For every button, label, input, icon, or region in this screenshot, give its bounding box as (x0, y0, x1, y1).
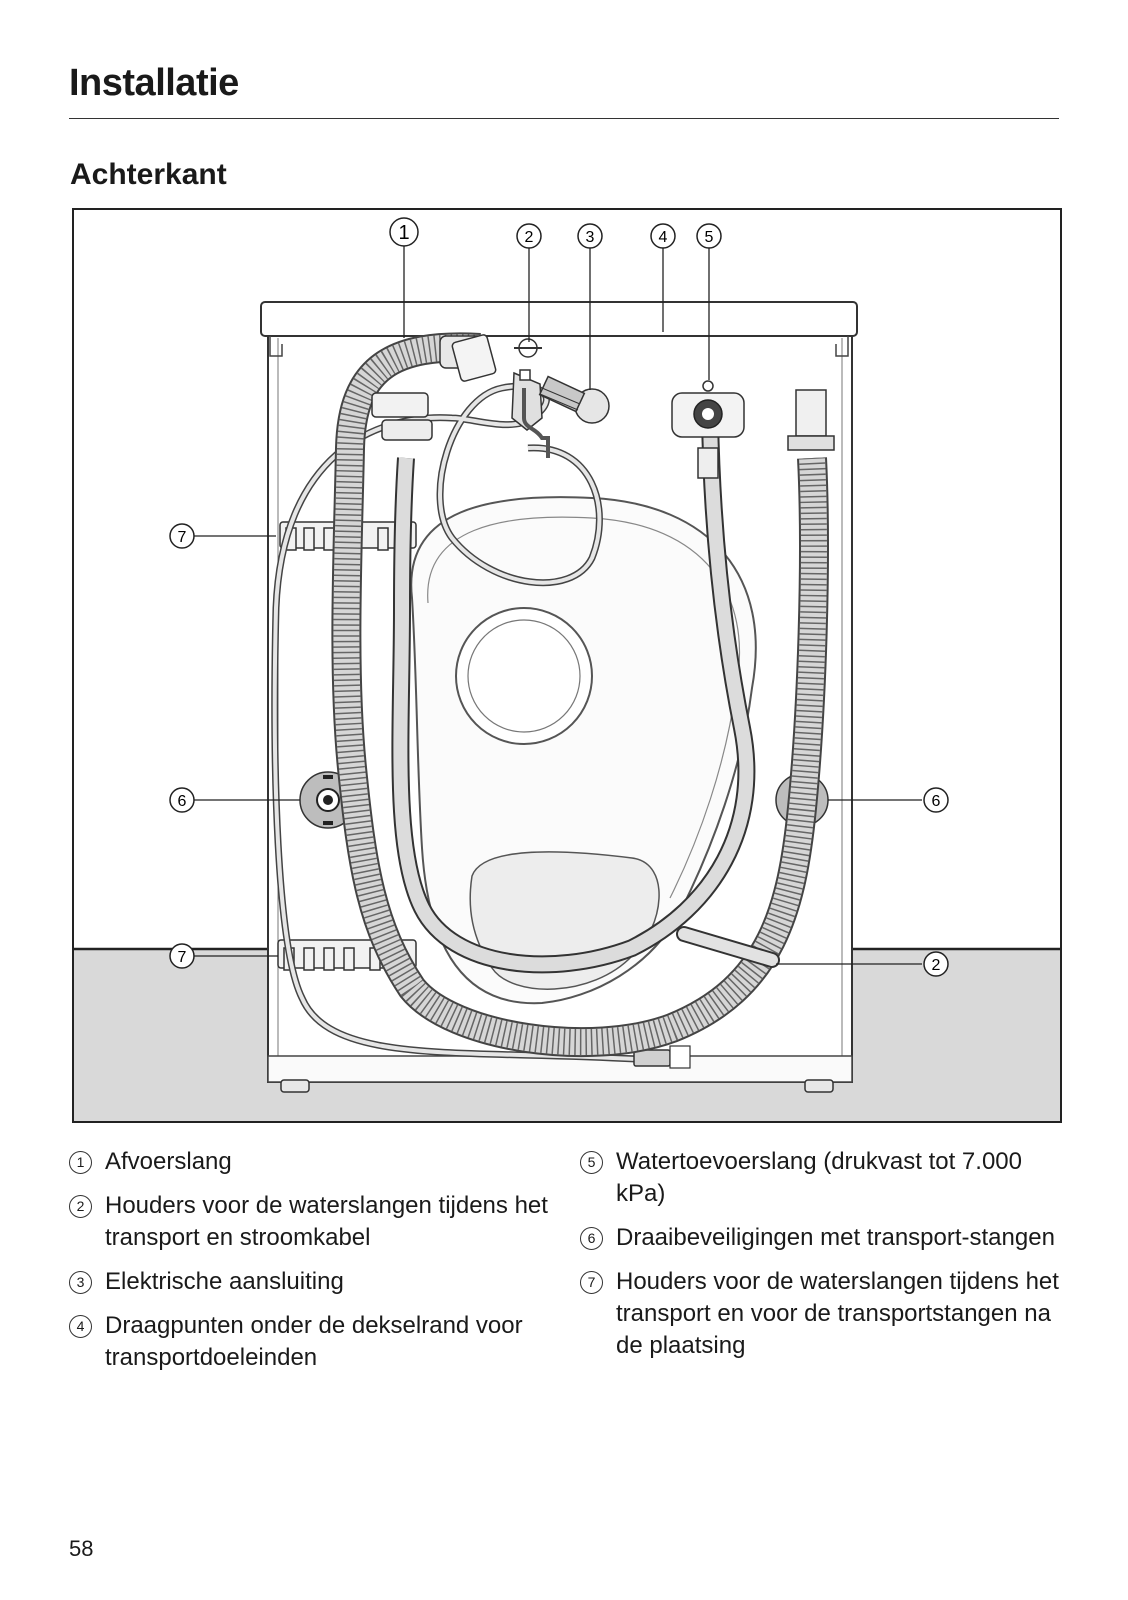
cable-clip (633, 1049, 671, 1067)
legend-number: 2 (69, 1195, 92, 1218)
legend-item-6: 6 Draaibeveiligingen met transport-stang… (580, 1222, 1060, 1254)
legend-item-4: 4 Draagpunten onder de dekselrand voor t… (69, 1310, 569, 1374)
callout-7-upper: 7 (169, 523, 195, 549)
callout-3: 3 (577, 223, 603, 249)
callout-6-left: 6 (169, 787, 195, 813)
legend-number: 5 (580, 1151, 603, 1174)
legend-item-3: 3 Elektrische aansluiting (69, 1266, 569, 1298)
foot-right (804, 1079, 834, 1093)
title-divider (69, 118, 1059, 119)
callout-6-right: 6 (923, 787, 949, 813)
legend-text: Watertoevoerslang (drukvast tot 7.000 kP… (616, 1148, 1022, 1207)
svg-text:7: 7 (178, 529, 187, 546)
section-title: Achterkant (70, 158, 227, 191)
callout-1: 1 (389, 217, 419, 247)
callout-7-lower: 7 (169, 943, 195, 969)
legend-item-2: 2 Houders voor de waterslangen tijdens h… (69, 1190, 569, 1254)
legend-left: 1 Afvoerslang 2 Houders voor de watersla… (69, 1146, 569, 1386)
svg-text:4: 4 (659, 229, 668, 246)
power-plug-icon (511, 371, 610, 431)
legend-text: Houders voor de waterslangen tijdens het… (105, 1192, 548, 1251)
svg-text:7: 7 (178, 949, 187, 966)
page-title: Installatie (69, 62, 239, 104)
legend-number: 7 (580, 1271, 603, 1294)
svg-text:2: 2 (525, 229, 534, 246)
legend-text: Elektrische aansluiting (105, 1268, 344, 1295)
legend-number: 4 (69, 1315, 92, 1338)
svg-text:6: 6 (178, 793, 187, 810)
svg-text:6: 6 (932, 793, 941, 810)
callout-2-lower: 2 (923, 951, 949, 977)
legend-text: Afvoerslang (105, 1148, 232, 1175)
svg-text:2: 2 (932, 957, 941, 974)
drain-hose-end (795, 389, 827, 437)
callout-2-top: 2 (516, 223, 542, 249)
legend-number: 6 (580, 1227, 603, 1250)
callout-leaders (194, 244, 922, 965)
legend-text: Draaibeveiligingen met transport-stangen (616, 1224, 1055, 1251)
legend-item-7: 7 Houders voor de waterslangen tijdens h… (580, 1266, 1060, 1362)
drum-hub (455, 607, 593, 745)
machine-lid (260, 301, 858, 337)
inlet-valve (671, 380, 745, 479)
legend-number: 1 (69, 1151, 92, 1174)
cable-hanger (514, 338, 550, 458)
svg-text:3: 3 (586, 229, 595, 246)
callout-5: 5 (696, 223, 722, 249)
rear-view-diagram: 1 2 3 4 5 7 6 6 (72, 208, 1062, 1123)
legend-number: 3 (69, 1271, 92, 1294)
legend-text: Houders voor de waterslangen tijdens het… (616, 1268, 1059, 1359)
foot-left (280, 1079, 310, 1093)
legend-item-5: 5 Watertoevoerslang (drukvast tot 7.000 … (580, 1146, 1060, 1210)
legend-text: Draagpunten onder de dekselrand voor tra… (105, 1312, 523, 1371)
page-number: 58 (69, 1536, 94, 1561)
legend-item-1: 1 Afvoerslang (69, 1146, 569, 1178)
svg-text:5: 5 (705, 229, 714, 246)
svg-text:1: 1 (398, 222, 409, 244)
legend-right: 5 Watertoevoerslang (drukvast tot 7.000 … (580, 1146, 1060, 1374)
washing-machine-rear-illustration: 1 2 3 4 5 7 6 6 (72, 208, 1062, 1123)
callout-4: 4 (650, 223, 676, 249)
